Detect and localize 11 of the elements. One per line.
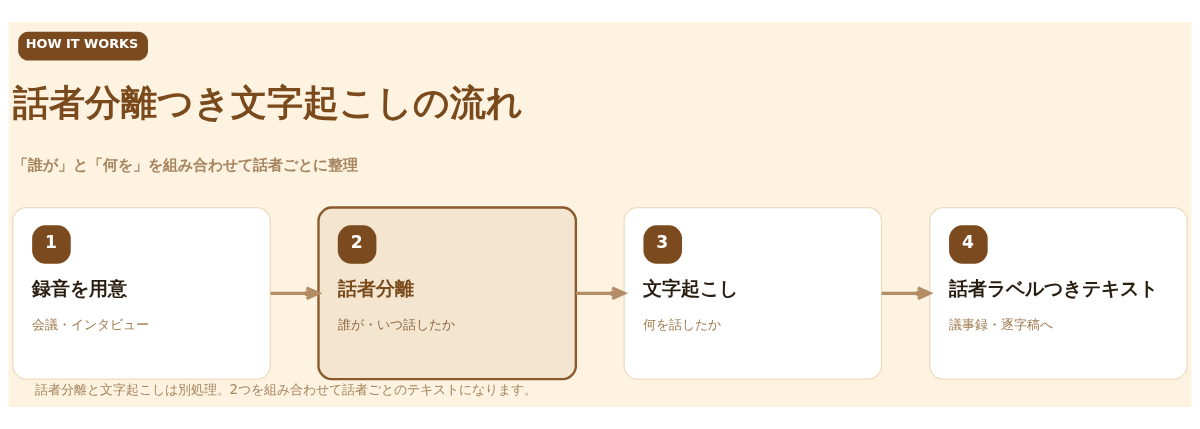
node-box: 3 文字起こし 何を話したか — [623, 206, 883, 380]
label: HOW IT WORKS — [25, 36, 139, 52]
caption: 話者分離と文字起こしは別処理。2つを組み合わせて話者ごとのテキストになります。 — [34, 382, 538, 398]
arrow — [881, 286, 932, 301]
arrow — [270, 286, 321, 301]
label: 「誰が」と「何を」を組み合わせて話者ごとに整理 — [12, 156, 358, 175]
node-box: 1 録音を用意 会議・インタビュー — [12, 206, 271, 380]
node-box: 2 話者分離 誰が・いつ話したか — [317, 206, 578, 381]
node-box: 4 話者ラベルつきテキスト 議事録・逐字稿へ — [929, 206, 1188, 380]
diagram-title: 話者分離つき文字起こしの流れ — [12, 80, 523, 124]
arrow — [576, 286, 626, 301]
